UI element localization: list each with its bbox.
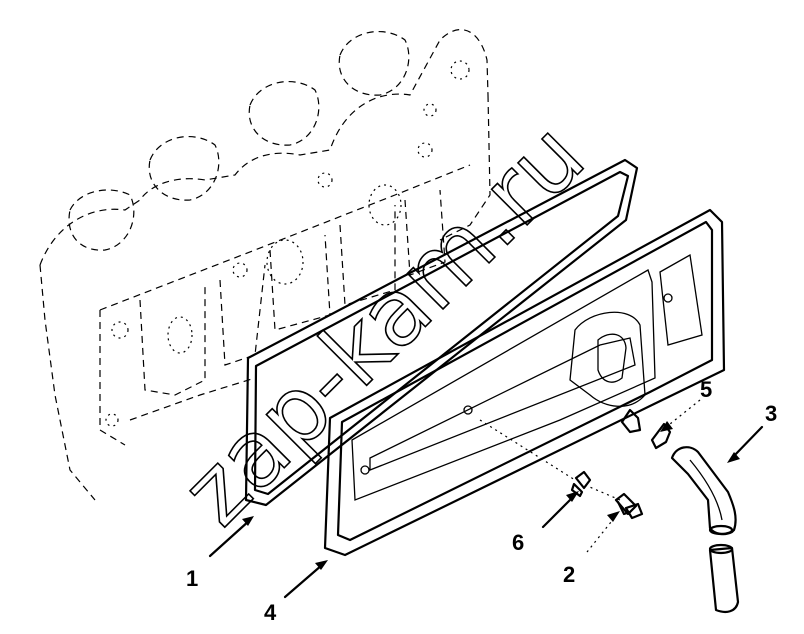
leader-arrow-1 [208,518,252,558]
watermark-text: zap-kam.ru [162,103,605,546]
assembly-guide-line [584,484,621,501]
leader-arrow-4 [283,563,324,599]
arrowhead-4 [315,560,328,570]
arrowhead-6 [566,491,579,502]
callout-label-5: 5 [700,377,712,402]
arrowhead-5 [660,421,673,432]
leader-arrow-5 [664,399,701,429]
arrowhead-2 [607,511,620,522]
leader-arrow-2 [586,516,616,553]
grommet-part-5 [650,422,672,450]
arrowhead-3 [727,452,740,463]
callout-label-3: 3 [765,401,777,426]
callout-label-4: 4 [264,600,277,625]
arrowhead-1 [242,516,254,526]
side-cover-part-4 [323,208,726,557]
callout-label-6: 6 [512,530,524,555]
leader-arrow-6 [541,494,576,529]
assembly-guide-line [479,419,576,481]
bolt-part-2 [614,492,644,520]
gasket-part-1 [244,158,639,507]
engine-block [39,29,491,501]
leader-arrow-3 [730,425,764,460]
callout-label-1: 1 [186,566,198,591]
hose-part-3 [670,446,740,613]
leader-arrows [208,399,764,599]
callout-label-2: 2 [563,562,575,587]
screw-part-6 [570,470,592,498]
